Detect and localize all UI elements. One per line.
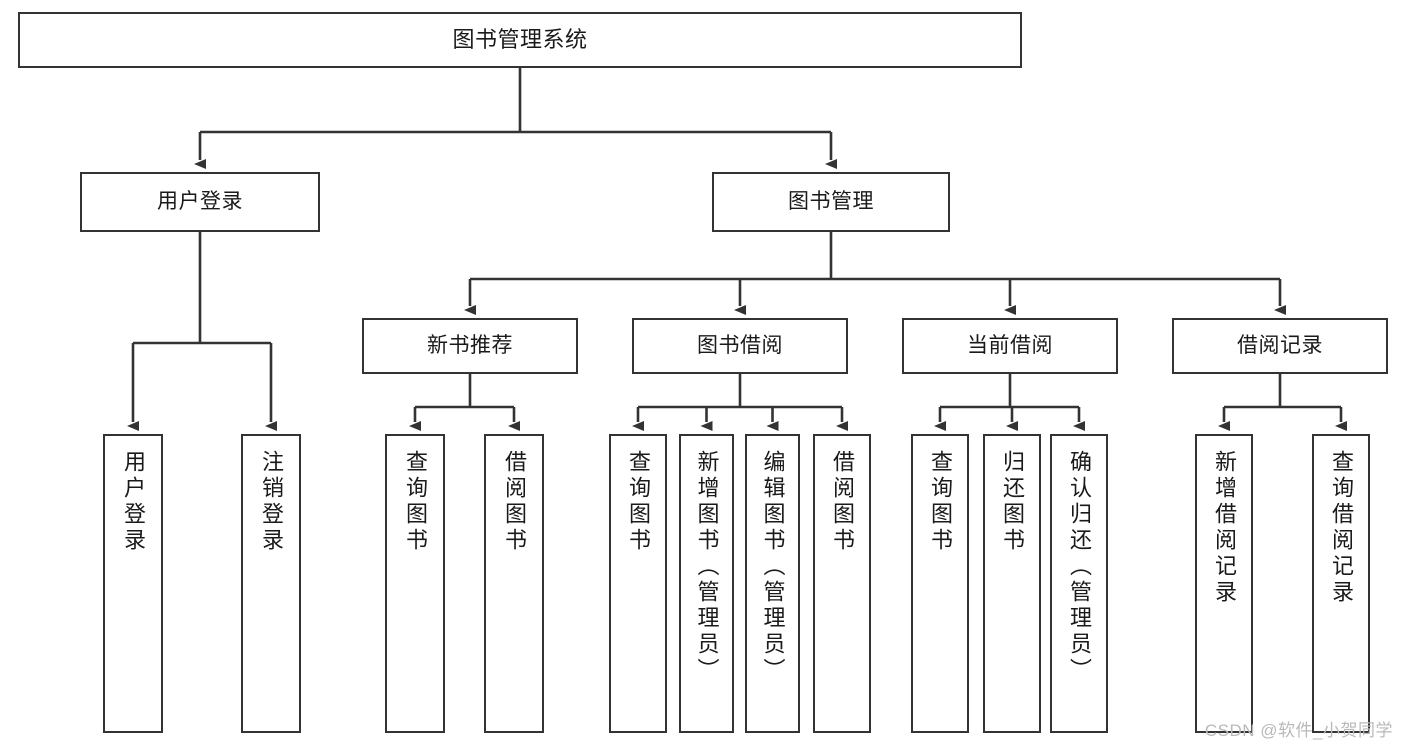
- node-label: 新增借阅记录: [1212, 450, 1237, 606]
- node-label: 借阅图书: [830, 450, 855, 554]
- node-leaf-cu-return[interactable]: 归还图书: [983, 434, 1041, 733]
- watermark: CSDN @软件_小贺同学: [1204, 721, 1393, 740]
- node-label: 新书推荐: [427, 334, 513, 358]
- node-records[interactable]: 借阅记录: [1172, 318, 1388, 374]
- node-label: 图书管理系统: [452, 26, 588, 52]
- node-borrow[interactable]: 图书借阅: [632, 318, 848, 374]
- node-label: 查询图书: [626, 450, 651, 554]
- node-label: 查询图书: [403, 450, 428, 554]
- node-leaf-cu-query[interactable]: 查询图书: [911, 434, 969, 733]
- node-label: 归还图书: [1000, 450, 1025, 554]
- node-label: 新增图书（管理员）: [694, 450, 720, 684]
- node-newbook[interactable]: 新书推荐: [362, 318, 578, 374]
- node-leaf-cu-confirm[interactable]: 确认归还（管理员）: [1050, 434, 1108, 733]
- node-login[interactable]: 用户登录: [80, 172, 320, 232]
- node-leaf-bo-add[interactable]: 新增图书（管理员）: [679, 434, 734, 733]
- node-leaf-bo-edit[interactable]: 编辑图书（管理员）: [745, 434, 800, 733]
- node-label: 查询借阅记录: [1329, 450, 1354, 606]
- node-label: 图书借阅: [697, 334, 783, 358]
- node-leaf-user-login[interactable]: 用户登录: [103, 434, 163, 733]
- node-leaf-nb-query[interactable]: 查询图书: [385, 434, 445, 733]
- node-label: 图书管理: [788, 190, 874, 214]
- node-root[interactable]: 图书管理系统: [18, 12, 1022, 68]
- node-label: 借阅记录: [1237, 334, 1323, 358]
- node-label: 编辑图书（管理员）: [760, 450, 786, 684]
- node-label: 确认归还（管理员）: [1067, 450, 1092, 684]
- node-leaf-nb-borrow[interactable]: 借阅图书: [484, 434, 544, 733]
- node-current[interactable]: 当前借阅: [902, 318, 1118, 374]
- node-leaf-rc-query[interactable]: 查询借阅记录: [1312, 434, 1370, 733]
- node-label: 查询图书: [928, 450, 953, 554]
- node-label: 借阅图书: [502, 450, 527, 554]
- node-bookmgmt[interactable]: 图书管理: [712, 172, 950, 232]
- node-leaf-user-logout[interactable]: 注销登录: [241, 434, 301, 733]
- node-leaf-bo-query[interactable]: 查询图书: [609, 434, 667, 733]
- node-label: 用户登录: [157, 190, 243, 214]
- node-leaf-rc-add[interactable]: 新增借阅记录: [1195, 434, 1253, 733]
- node-label: 当前借阅: [967, 334, 1053, 358]
- node-leaf-bo-borrow[interactable]: 借阅图书: [813, 434, 871, 733]
- node-label: 用户登录: [121, 450, 146, 554]
- node-label: 注销登录: [259, 450, 284, 554]
